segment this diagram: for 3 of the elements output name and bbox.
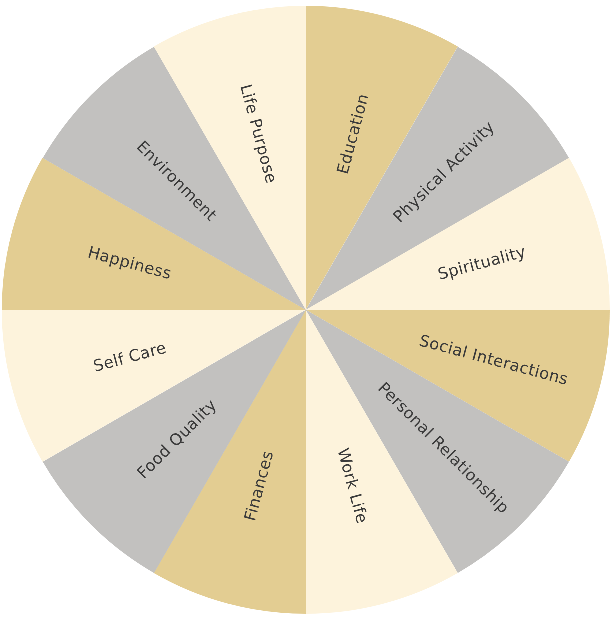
segment-label: Self Care (91, 338, 168, 376)
segment-label: Life Purpose (236, 82, 282, 186)
segment-label: Work Life (334, 446, 372, 526)
